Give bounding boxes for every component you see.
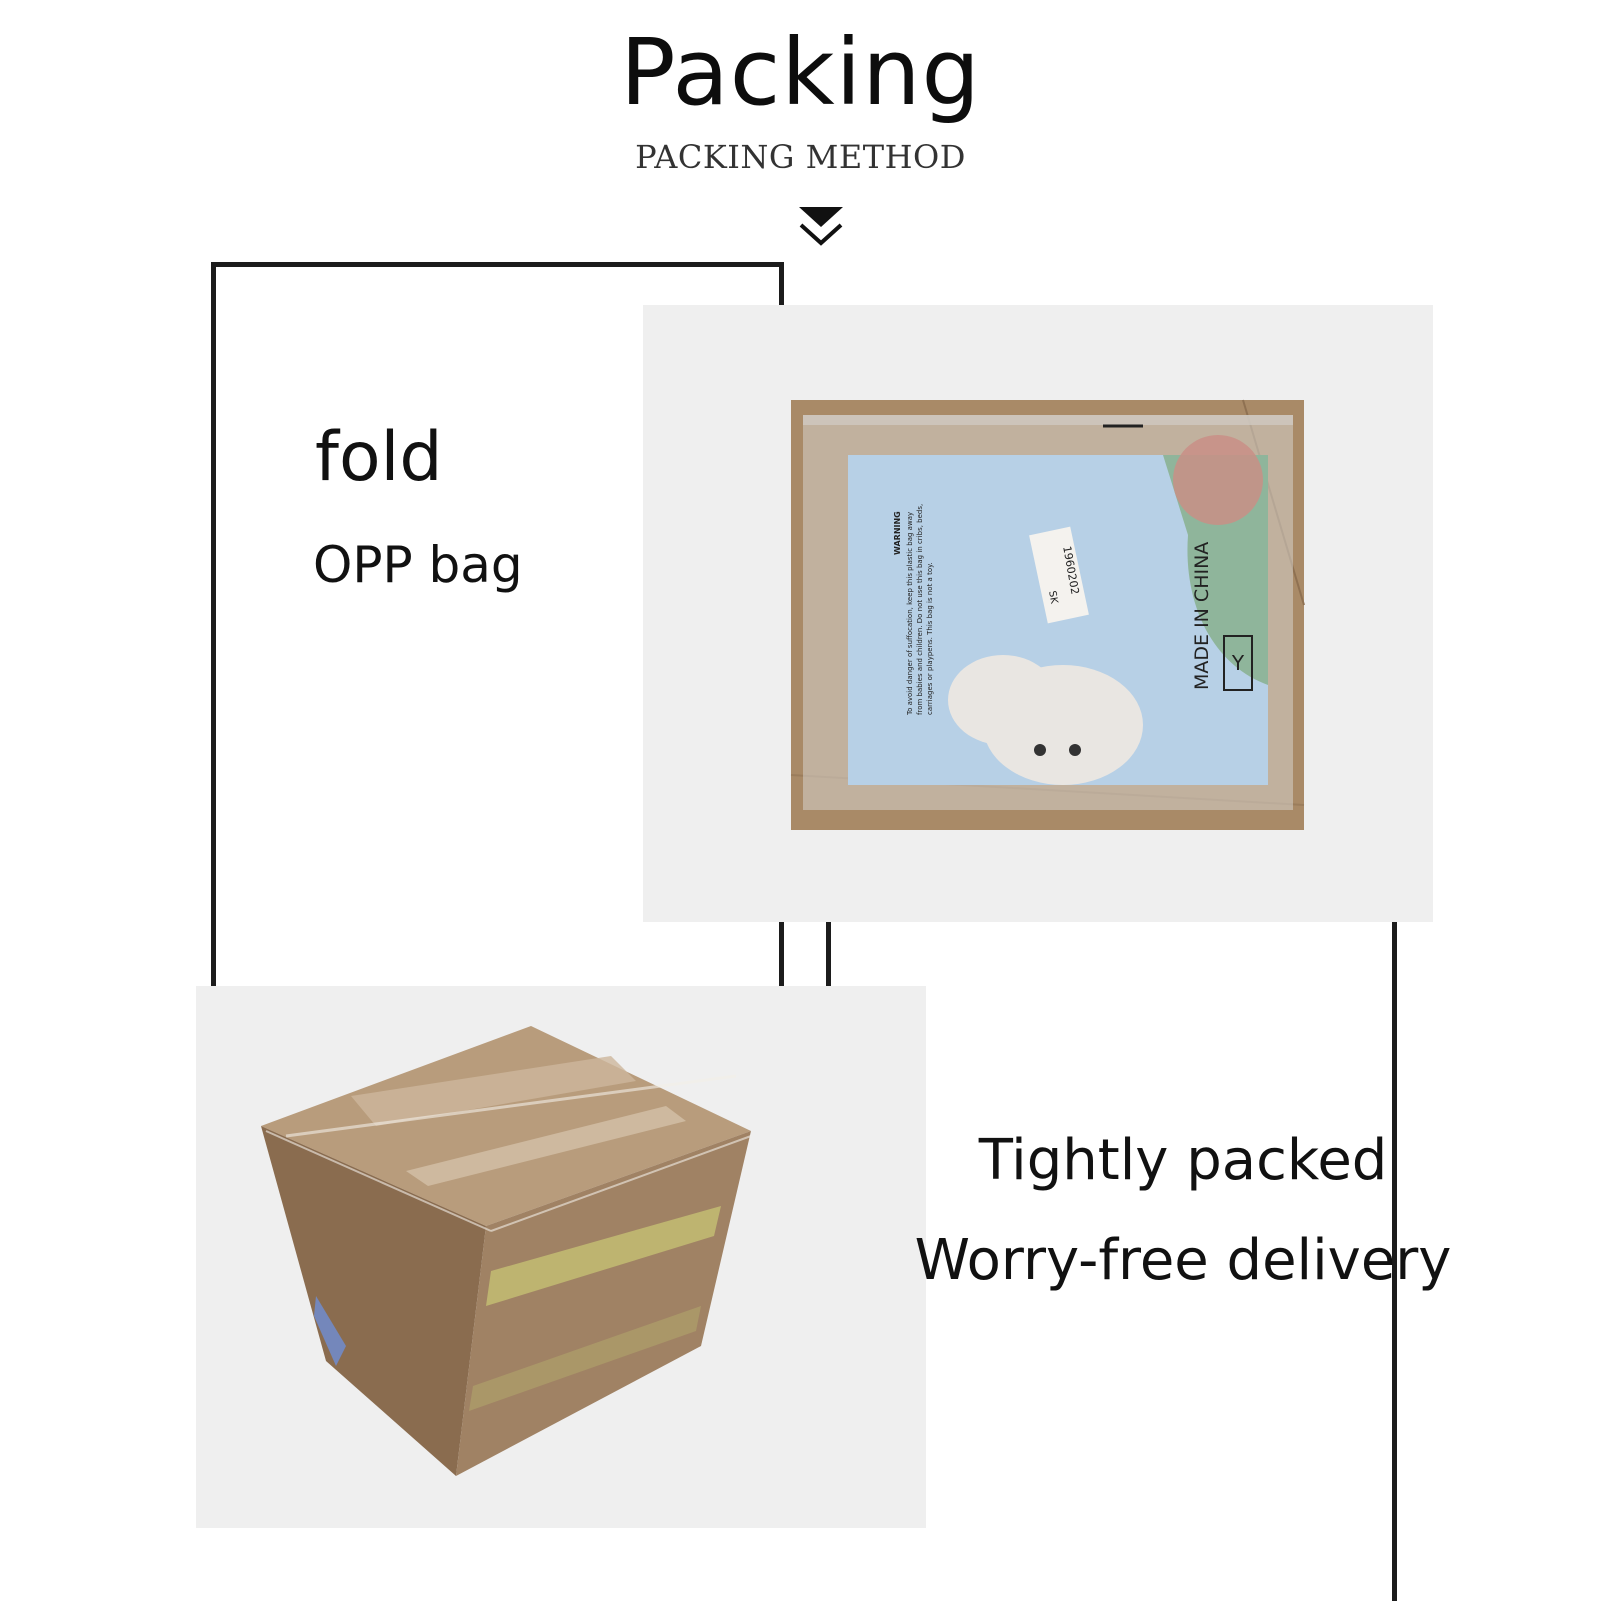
fold-heading: fold [315, 418, 443, 497]
bag-size-label: Y [1223, 635, 1253, 691]
frame-line-left [211, 262, 216, 986]
tightly-packed-label: Tightly packed [978, 1128, 1388, 1193]
double-chevron-down-icon [799, 207, 843, 246]
page-subtitle: PACKING METHOD [635, 138, 966, 176]
frame-line-mid-right-a [779, 262, 784, 306]
opp-bag-illustration [643, 305, 1433, 922]
shipping-box-illustration [196, 986, 926, 1528]
frame-line-inner [826, 922, 831, 986]
page-title: Packing [620, 19, 981, 126]
frame-line-top [211, 262, 784, 267]
bag-warning-text: To avoid danger of suffocation, keep thi… [906, 503, 934, 715]
frame-line-mid-right-b [779, 922, 784, 986]
worry-free-delivery-label: Worry-free delivery [914, 1228, 1452, 1293]
opp-bag-label: OPP bag [313, 536, 523, 594]
bag-sticker-note: SK [1046, 590, 1060, 605]
opp-bag-photo: WARNING To avoid danger of suffocation, … [643, 305, 1433, 922]
shipping-box-photo [196, 986, 926, 1528]
bag-warning-title: WARNING [893, 511, 902, 555]
frame-line-far-right [1392, 922, 1397, 1601]
bag-origin-label: MADE IN CHINA [1191, 541, 1213, 690]
